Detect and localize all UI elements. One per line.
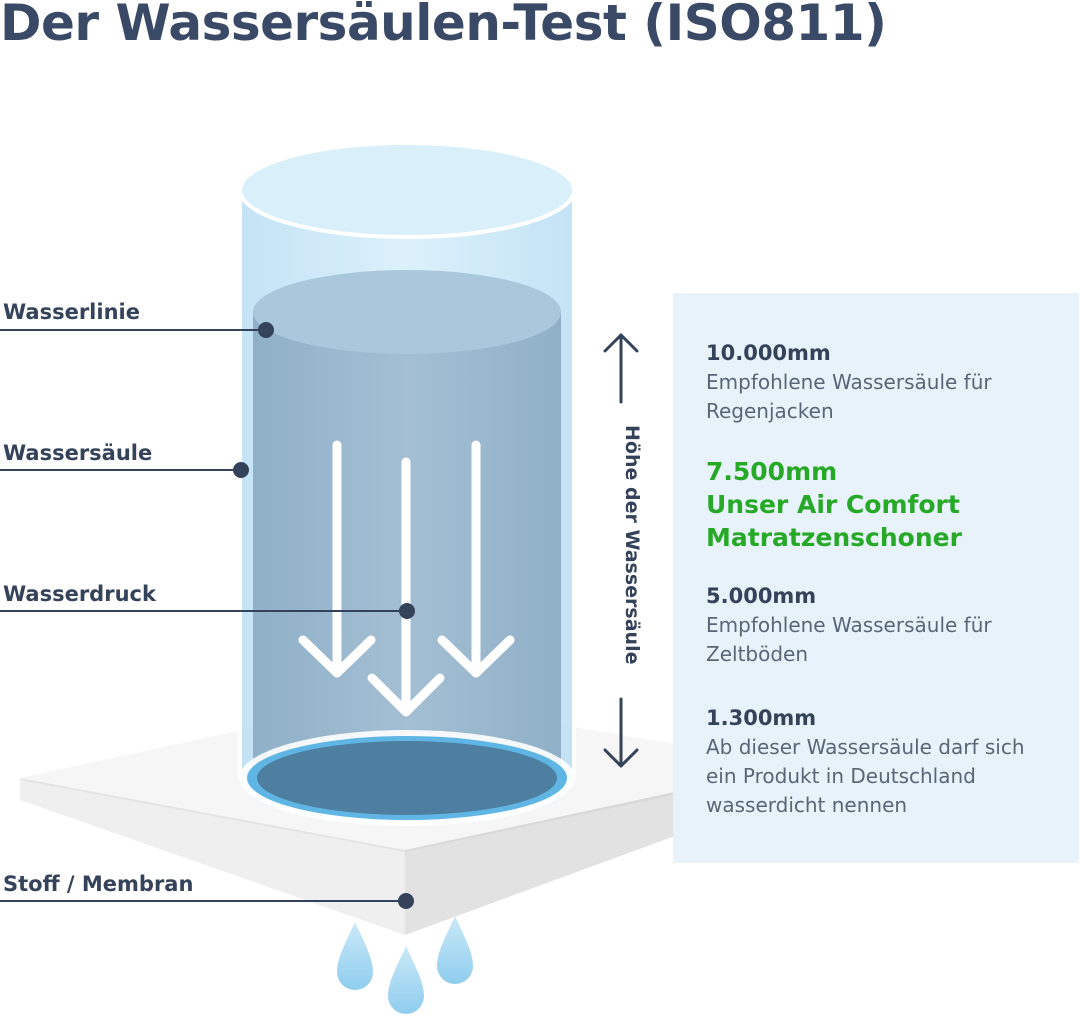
callout-pressure: Wasserdruck bbox=[3, 582, 156, 606]
info-desc: Ab dieser Wassersäule darf sich ein Prod… bbox=[706, 735, 1025, 817]
info-item-1300: 1.300mm Ab dieser Wassersäule darf sich … bbox=[706, 703, 1076, 820]
arrow-down-icon bbox=[298, 440, 376, 678]
height-axis-label: Höhe der Wassersäule bbox=[621, 425, 643, 665]
info-value: 5.000mm bbox=[706, 584, 817, 608]
callout-fabric: Stoff / Membran bbox=[3, 872, 194, 896]
water-cylinder bbox=[238, 141, 576, 826]
callout-lines bbox=[0, 322, 415, 909]
arrow-up-icon bbox=[603, 333, 639, 404]
info-value: 1.300mm bbox=[706, 706, 817, 730]
info-desc: Empfohlene Wassersäule für Regenjacken bbox=[706, 370, 992, 423]
info-desc: Unser Air Comfort Matratzenschoner bbox=[706, 490, 962, 552]
info-item-10000: 10.000mm Empfohlene Wassersäule für Rege… bbox=[706, 338, 1076, 426]
info-value: 7.500mm bbox=[706, 457, 838, 486]
arrow-down-icon bbox=[367, 457, 445, 717]
droplet-icon bbox=[337, 922, 373, 990]
info-item-5000: 5.000mm Empfohlene Wassersäule für Zeltb… bbox=[706, 581, 1076, 669]
droplet-icon bbox=[437, 916, 473, 984]
droplet-icon bbox=[388, 946, 424, 1014]
droplets bbox=[337, 916, 473, 1014]
pressure-arrows bbox=[298, 440, 515, 717]
info-value: 10.000mm bbox=[706, 341, 831, 365]
info-panel: 10.000mm Empfohlene Wassersäule für Rege… bbox=[673, 293, 1079, 863]
callout-column: Wassersäule bbox=[3, 441, 153, 465]
height-axis bbox=[603, 333, 639, 768]
arrow-down-icon bbox=[603, 697, 639, 768]
info-desc: Empfohlene Wassersäule für Zeltböden bbox=[706, 613, 992, 666]
page-title: Der Wassersäulen-Test (ISO811) bbox=[0, 0, 887, 52]
arrow-down-icon bbox=[437, 440, 515, 678]
info-item-7500: 7.500mm Unser Air Comfort Matratzenschon… bbox=[706, 455, 1076, 554]
callout-waterline: Wasserlinie bbox=[3, 300, 140, 324]
